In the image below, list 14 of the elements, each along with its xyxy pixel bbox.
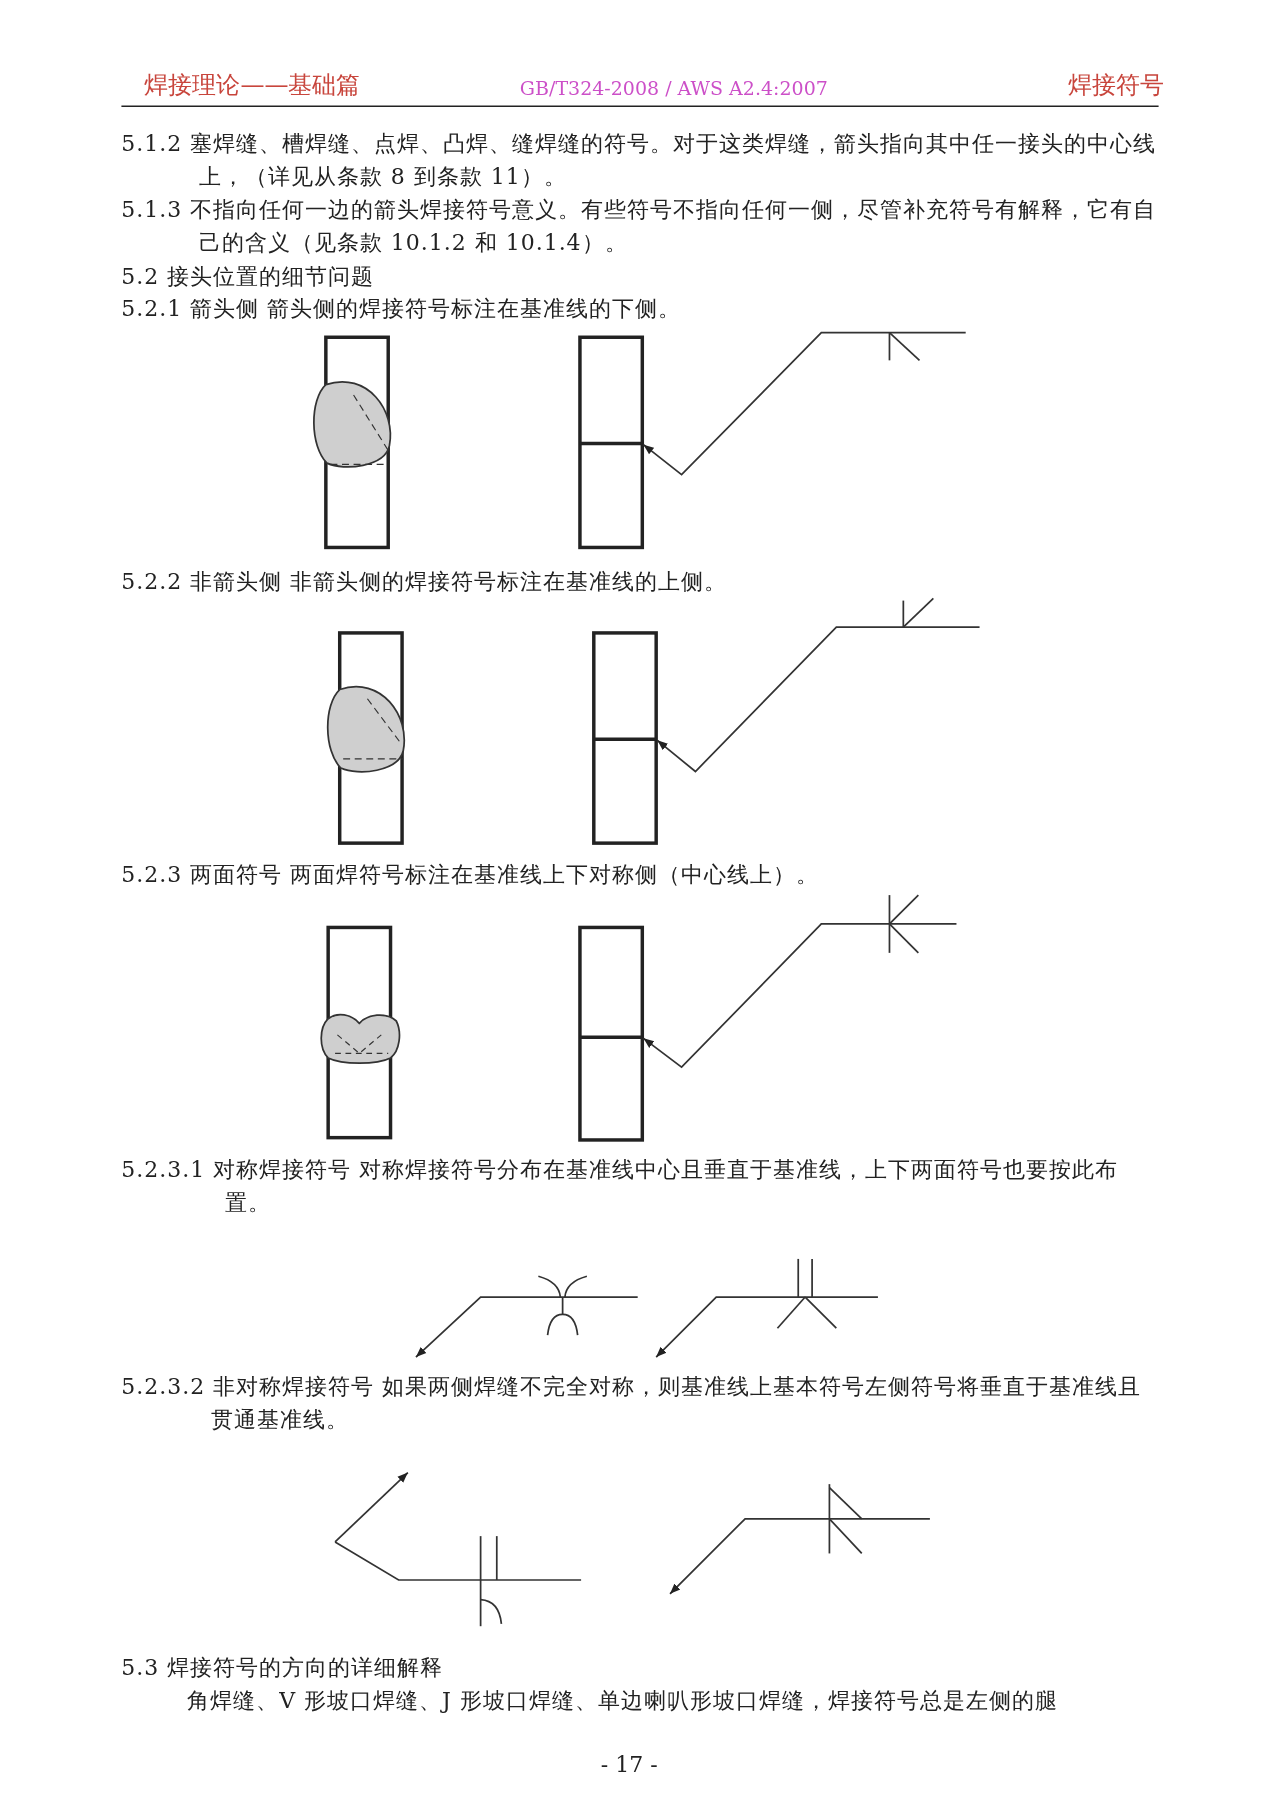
header-title: 焊接理论——基础篇: [144, 70, 362, 102]
paragraph: 5.1.3 不指向任何一边的箭头焊接符号意义。有些符号不指向任何一侧，尽管补充符号有解释，它有自己的含义（见条款 10.1.2 和 10.1.4）。: [121, 195, 1158, 257]
section-heading: 5.3 焊接符号的方向的详细解释: [121, 1653, 445, 1682]
paragraph: 5.2.2 非箭头侧 非箭头侧的焊接符号标注在基准线的上侧。: [121, 567, 729, 596]
header-standard: GB/T324-2008 / AWS A2.4:2007: [519, 75, 829, 101]
paragraph: 角焊缝、V 形坡口焊缝、J 形坡口焊缝、单边喇叭形坡口焊缝，焊接符号总是左侧的腿: [187, 1687, 1059, 1716]
paragraph: 5.2.3.1 对称焊接符号 对称焊接符号分布在基准线中心且垂直于基准线，上下两面符号也要按此布置。: [121, 1155, 1120, 1217]
paragraph: 5.1.2 塞焊缝、槽焊缝、点焊、凸焊、缝焊缝的符号。对于这类焊缝，箭头指向其中任一接头的中心线上，（详见从条款 8 到条款 11）。: [121, 130, 1158, 192]
header-section: 焊接符号: [1014, 69, 1165, 103]
paragraph: 5.2.3 两面符号 两面焊符号标注在基准线上下对称侧（中心线上）。: [121, 861, 821, 890]
paragraph: 5.2.3.2 非对称焊接符号 如果两侧焊缝不完全对称，则基准线上基本符号左侧符号将垂直于基准线且贯通基准线。: [121, 1373, 1143, 1435]
page-number: - 17 -: [600, 1750, 658, 1779]
section-heading: 5.2 接头位置的细节问题: [121, 262, 376, 291]
paragraph: 5.2.1 箭头侧 箭头侧的焊接符号标注在基准线的下侧。: [121, 295, 683, 324]
